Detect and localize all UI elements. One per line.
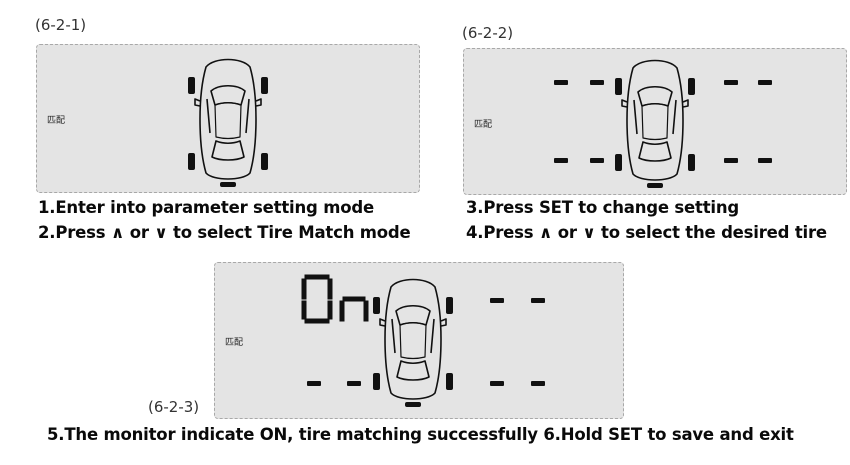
caption-step-4: 4.Press ∧ or ∨ to select the desired tir…	[466, 223, 827, 242]
caption-step-1: 1.Enter into parameter setting mode	[38, 198, 374, 217]
tire-value-dashes-top-right	[724, 80, 772, 85]
tire-value-dashes-top-left	[554, 80, 604, 85]
lcd-panel-tire-match-mode: 匹配	[36, 44, 420, 193]
car-outline-icon	[373, 278, 453, 407]
match-mode-label: 匹配	[47, 116, 66, 126]
tire-value-dashes-bottom-left	[307, 381, 361, 386]
match-mode-label: 匹配	[225, 338, 244, 348]
caption-step-3: 3.Press SET to change setting	[466, 198, 740, 217]
figure-label-6-2-1: (6-2-1)	[35, 16, 87, 34]
tire-value-dashes-bottom-left	[554, 158, 604, 163]
lcd-panel-match-on: On 匹配	[214, 262, 624, 419]
on-status-segment-text	[301, 274, 369, 324]
figure-label-6-2-3: (6-2-3)	[148, 398, 200, 416]
caption-step-5-6: 5.The monitor indicate ON, tire matching…	[47, 425, 794, 444]
car-outline-icon	[188, 58, 268, 187]
lcd-display-graphic: On	[301, 274, 545, 407]
lcd-panel-select-tire: 匹配	[463, 48, 847, 195]
tire-value-dashes-bottom-right	[724, 158, 772, 163]
tire-value-dashes-top-right	[490, 298, 545, 303]
figure-label-6-2-2: (6-2-2)	[462, 24, 514, 42]
match-mode-label: 匹配	[474, 120, 493, 130]
lcd-display-graphic	[554, 59, 772, 188]
car-outline-icon	[615, 59, 695, 188]
lcd-display-graphic	[188, 58, 268, 187]
tire-value-dashes-bottom-right	[490, 381, 545, 386]
caption-step-2: 2.Press ∧ or ∨ to select Tire Match mode	[38, 223, 411, 242]
